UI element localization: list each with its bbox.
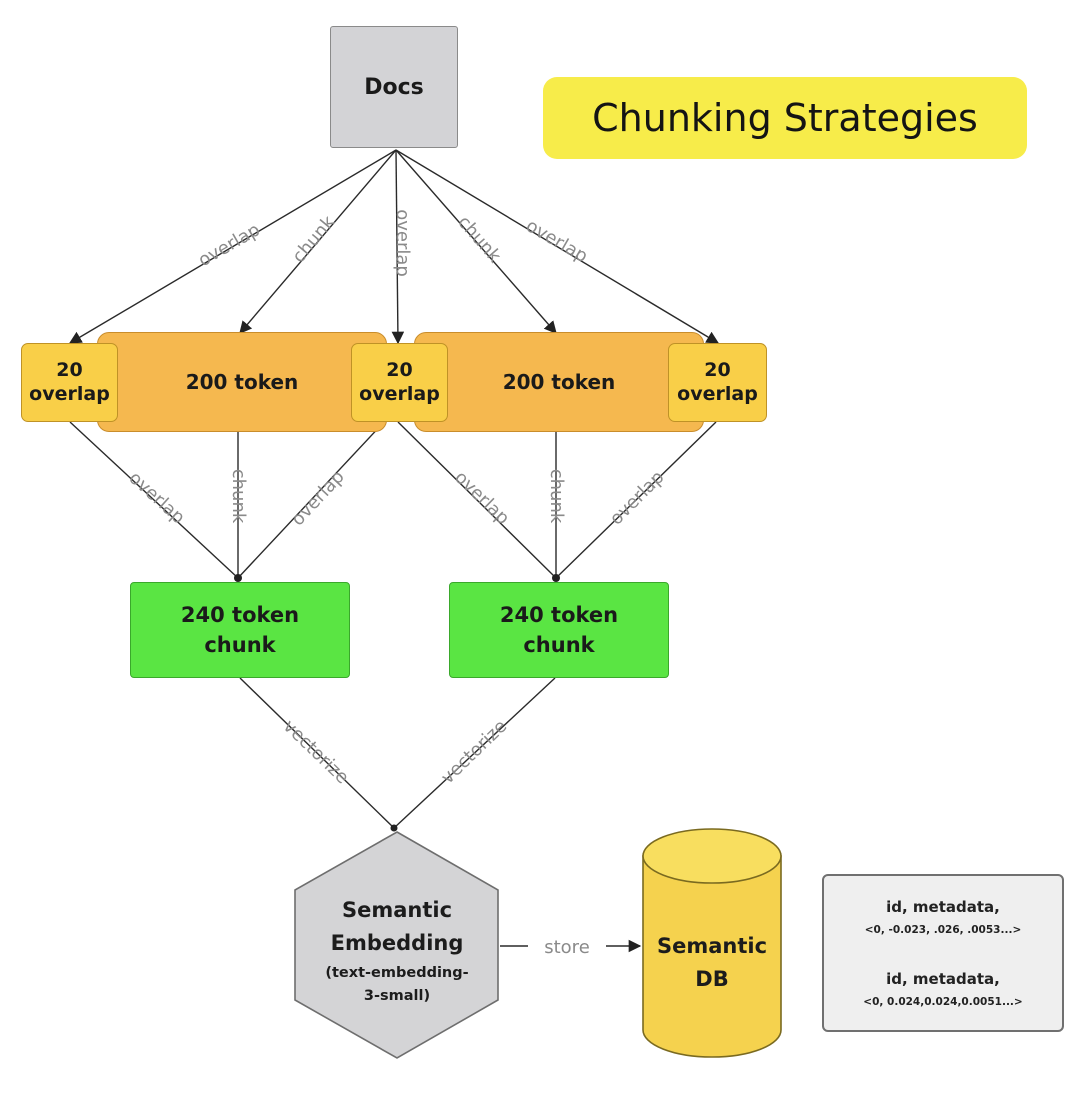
edges-row-to-chunk xyxy=(69,421,717,582)
embedding-line-2: Embedding xyxy=(331,931,464,955)
label-chunk: chunk xyxy=(288,211,340,267)
label-overlap: overlap xyxy=(450,467,513,529)
chunk-line-2: chunk xyxy=(204,633,276,657)
label-overlap: overlap xyxy=(522,215,591,267)
label-store: store xyxy=(544,937,590,958)
vector-records-box: id, metadata, <0, -0.023, .026, .0053...… xyxy=(822,874,1064,1032)
edge-overlap3-chunkB xyxy=(555,421,717,579)
edge-overlap2-chunkB xyxy=(397,421,557,579)
record-2-vector: <0, 0.024,0.024,0.0051...> xyxy=(863,996,1023,1008)
embedding-node: Semantic Embedding (text-embedding- 3-sm… xyxy=(294,831,499,1059)
overlap-word: overlap xyxy=(29,382,110,405)
docs-node: Docs xyxy=(330,26,458,148)
embedding-line-3: (text-embedding- xyxy=(325,965,468,981)
label-chunk: chunk xyxy=(546,469,567,524)
overlap-block-3: 20 overlap xyxy=(668,343,767,422)
chunk-line-1: 240 token xyxy=(180,602,300,627)
edge-docs-overlap-2 xyxy=(391,149,405,345)
edge-docs-chunk-2 xyxy=(395,149,557,334)
overlap-count: 20 xyxy=(386,358,413,381)
token-block-1: 200 token xyxy=(97,332,387,432)
record-1-key: id, metadata, xyxy=(886,898,1000,916)
chunk-block-1: 240 token chunk xyxy=(130,582,350,678)
label-overlap: overlap xyxy=(125,467,189,528)
overlap-count: 20 xyxy=(704,358,731,381)
edge-docs-overlap-1 xyxy=(68,149,397,344)
label-overlap: overlap xyxy=(287,466,348,530)
label-overlap: overlap xyxy=(195,219,264,271)
record-2-key: id, metadata, xyxy=(886,970,1000,988)
edge-docs-chunk-1 xyxy=(239,149,397,334)
overlap-count: 20 xyxy=(56,358,83,381)
overlap-block-2: 20 overlap xyxy=(351,343,448,422)
edge-chunkA-embedding xyxy=(239,677,395,829)
chunk-line-2: chunk xyxy=(523,633,595,657)
overlap-block-1: 20 overlap xyxy=(21,343,118,422)
edge-overlap1-chunkA xyxy=(69,421,239,579)
label-overlap: overlap xyxy=(392,209,413,277)
embedding-line-1: Semantic xyxy=(342,898,452,922)
overlap-word: overlap xyxy=(359,382,440,405)
db-line-1: Semantic xyxy=(657,934,767,958)
page-title: Chunking Strategies xyxy=(543,77,1027,159)
embedding-line-4: 3-small) xyxy=(364,988,430,1004)
edge-docs-overlap-3 xyxy=(395,149,720,344)
label-chunk: chunk xyxy=(453,212,505,267)
db-node: Semantic DB xyxy=(642,828,782,1058)
db-line-2: DB xyxy=(695,967,728,991)
edges-chunk-to-embedding xyxy=(239,677,556,832)
label-overlap: overlap xyxy=(606,467,669,530)
edges-docs-to-row xyxy=(68,149,720,345)
edge-chunkB-embedding xyxy=(393,677,556,829)
token-block-2: 200 token xyxy=(414,332,704,432)
edge-overlap2-chunkA xyxy=(237,421,385,579)
overlap-word: overlap xyxy=(677,382,758,405)
label-vectorize: vectorize xyxy=(437,716,511,789)
chunk-block-2: 240 token chunk xyxy=(449,582,669,678)
label-chunk: chunk xyxy=(228,469,249,524)
label-vectorize: vectorize xyxy=(279,716,353,789)
record-1-vector: <0, -0.023, .026, .0053...> xyxy=(864,924,1022,936)
chunk-line-1: 240 token xyxy=(499,602,619,627)
